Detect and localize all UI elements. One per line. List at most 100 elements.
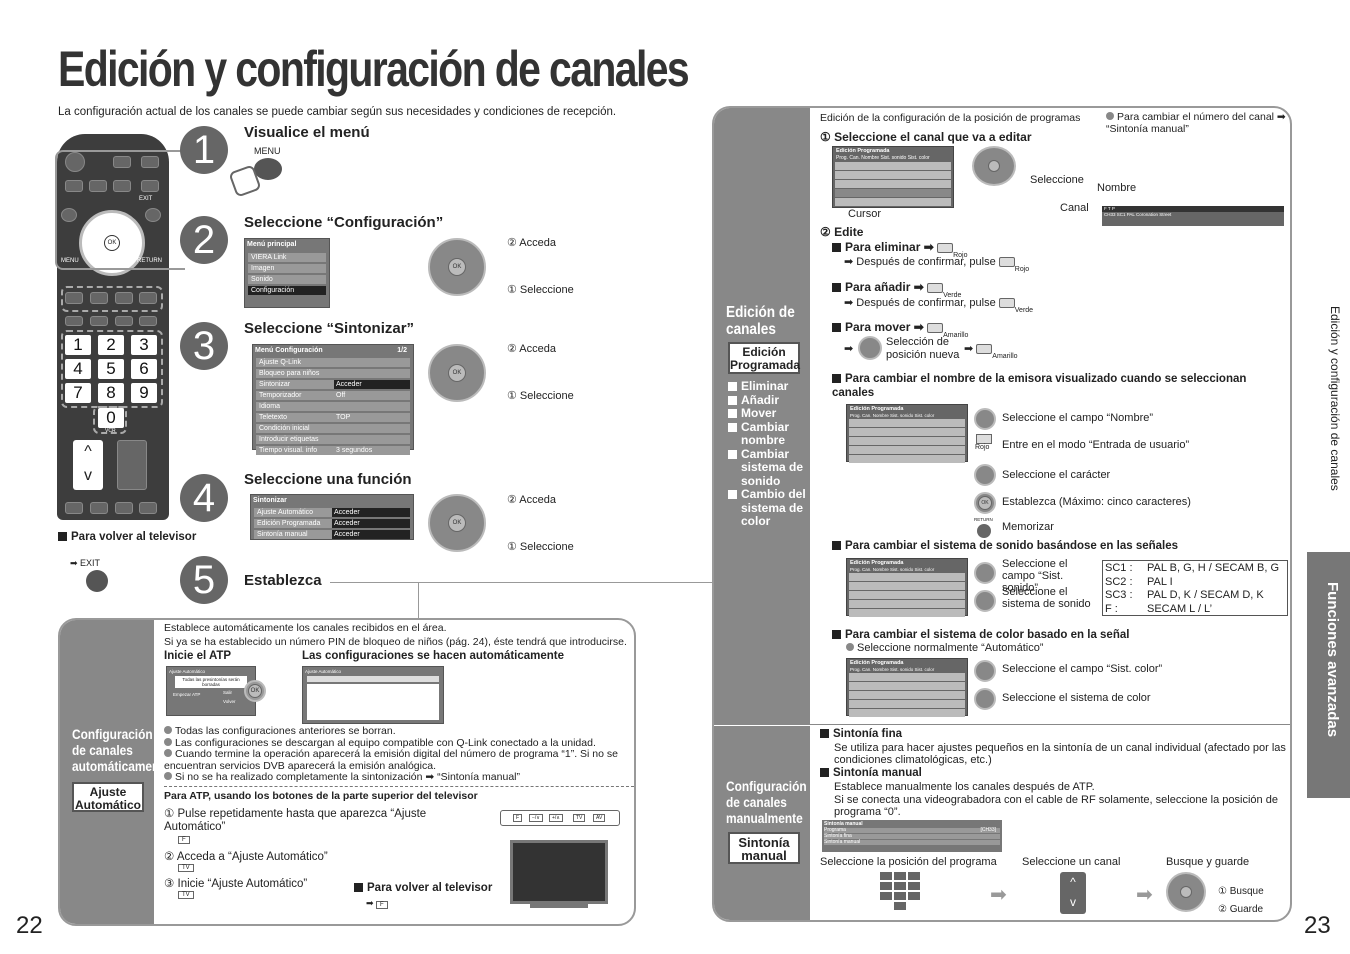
volume-button[interactable] <box>117 440 147 490</box>
remote-button[interactable] <box>113 180 131 192</box>
menu-item[interactable]: Imagen <box>248 264 326 273</box>
yellow-key[interactable] <box>976 344 993 355</box>
dialog-exit[interactable]: Salir <box>223 690 233 695</box>
cursor-ring[interactable] <box>974 408 996 430</box>
menu-item[interactable]: VIERA Link <box>248 253 326 262</box>
green-key[interactable] <box>927 282 944 293</box>
num-key-1[interactable]: 1 <box>65 335 91 355</box>
remote-button[interactable] <box>90 502 108 514</box>
remote-button[interactable] <box>115 502 133 514</box>
menu-row[interactable]: Introducir etiquetas <box>256 435 410 444</box>
table-row[interactable] <box>849 573 965 581</box>
screen-row[interactable]: Programa[CH33] <box>824 828 1000 833</box>
num-key-3[interactable]: 3 <box>131 335 157 355</box>
table-row[interactable] <box>849 673 965 681</box>
tv-panel-btn[interactable]: TV <box>573 814 586 822</box>
cursor-pad[interactable]: OK <box>79 210 145 276</box>
table-row-selected[interactable] <box>835 189 951 197</box>
table-row[interactable] <box>849 455 965 463</box>
yellow-key[interactable] <box>927 322 944 333</box>
remote-button[interactable] <box>139 316 157 326</box>
table-row[interactable] <box>835 198 951 206</box>
cursor-ring[interactable]: OK <box>428 344 486 402</box>
cursor-ring[interactable] <box>974 562 996 584</box>
menu-item[interactable]: Sonido <box>248 275 326 284</box>
number-keypad-icon[interactable] <box>880 872 924 914</box>
table-row[interactable] <box>849 428 965 436</box>
tv-panel-btn[interactable]: −/∨ <box>529 814 543 822</box>
ok-button[interactable] <box>1180 886 1192 898</box>
cursor-ring[interactable] <box>1166 872 1206 912</box>
num-key-5[interactable]: 5 <box>98 359 124 379</box>
ok-ring[interactable]: OK <box>974 492 996 514</box>
table-row[interactable] <box>849 691 965 699</box>
menu-button[interactable] <box>61 208 77 222</box>
cursor-ring[interactable] <box>972 146 1016 186</box>
ok-button[interactable]: OK <box>978 496 992 510</box>
green-key[interactable] <box>998 298 1015 309</box>
menu-row[interactable]: Bloqueo para niños <box>256 369 410 378</box>
ok-button[interactable]: OK <box>448 514 466 532</box>
remote-button[interactable] <box>141 180 159 192</box>
table-row[interactable] <box>849 446 965 454</box>
red-key[interactable] <box>998 257 1015 268</box>
tv-panel-btn[interactable]: +/∧ <box>549 814 563 822</box>
remote-button[interactable] <box>65 502 83 514</box>
ok-button[interactable]: OK <box>448 364 466 382</box>
red-button[interactable] <box>65 292 83 304</box>
table-row[interactable] <box>849 682 965 690</box>
channel-up-down[interactable]: ^v <box>73 440 103 490</box>
remote-button[interactable] <box>141 156 159 168</box>
ok-button[interactable]: OK <box>248 684 262 698</box>
screen-row[interactable]: Sintonía fina <box>824 834 1000 839</box>
cursor-ring[interactable] <box>858 336 882 360</box>
screen-row[interactable]: Sintonía manual <box>824 840 1000 845</box>
ok-ring[interactable]: OK <box>244 680 266 702</box>
table-row[interactable] <box>849 582 965 590</box>
channel-up-down-icon[interactable]: ^v <box>1060 872 1086 914</box>
remote-button[interactable] <box>113 156 131 168</box>
cursor-ring[interactable] <box>974 464 996 486</box>
menu-row[interactable]: Condición inicial <box>256 424 410 433</box>
remote-button[interactable] <box>139 502 157 514</box>
table-row[interactable] <box>849 437 965 445</box>
menu-item-selected[interactable]: Configuración <box>248 286 326 295</box>
cursor-ring[interactable] <box>974 590 996 612</box>
return-button[interactable] <box>977 524 991 538</box>
num-key-2[interactable]: 2 <box>98 335 124 355</box>
green-button[interactable] <box>90 292 108 304</box>
power-button[interactable] <box>65 152 85 172</box>
table-row[interactable] <box>835 171 951 179</box>
tv-panel-btn[interactable]: F <box>513 814 523 822</box>
dialog-start[interactable]: Empezar ATP <box>173 692 201 697</box>
menu-row[interactable]: Ajuste Q-Link <box>256 358 410 367</box>
remote-button[interactable] <box>89 180 107 192</box>
table-row[interactable] <box>849 609 965 617</box>
num-key-6[interactable]: 6 <box>131 359 157 379</box>
remote-button[interactable] <box>65 180 83 192</box>
table-row[interactable] <box>835 180 951 188</box>
yellow-button[interactable] <box>115 292 133 304</box>
menu-row[interactable]: Idioma <box>256 402 410 411</box>
table-row[interactable] <box>835 162 951 170</box>
dialog-back[interactable]: Volver <box>223 699 236 704</box>
cursor-ring[interactable] <box>974 660 996 682</box>
f-button[interactable]: F <box>178 836 190 844</box>
tv-button[interactable]: TV <box>178 864 194 872</box>
num-key-7[interactable]: 7 <box>65 383 91 403</box>
table-row[interactable] <box>849 700 965 708</box>
red-key[interactable] <box>937 242 954 253</box>
ok-button[interactable]: OK <box>104 235 120 251</box>
blue-button[interactable] <box>139 292 157 304</box>
exit-button[interactable] <box>145 208 161 222</box>
num-key-8[interactable]: 8 <box>98 383 124 403</box>
num-key-4[interactable]: 4 <box>65 359 91 379</box>
menu-round-button[interactable] <box>254 158 282 180</box>
num-key-9[interactable]: 9 <box>131 383 157 403</box>
tv-panel-btn[interactable]: AV <box>593 814 606 822</box>
